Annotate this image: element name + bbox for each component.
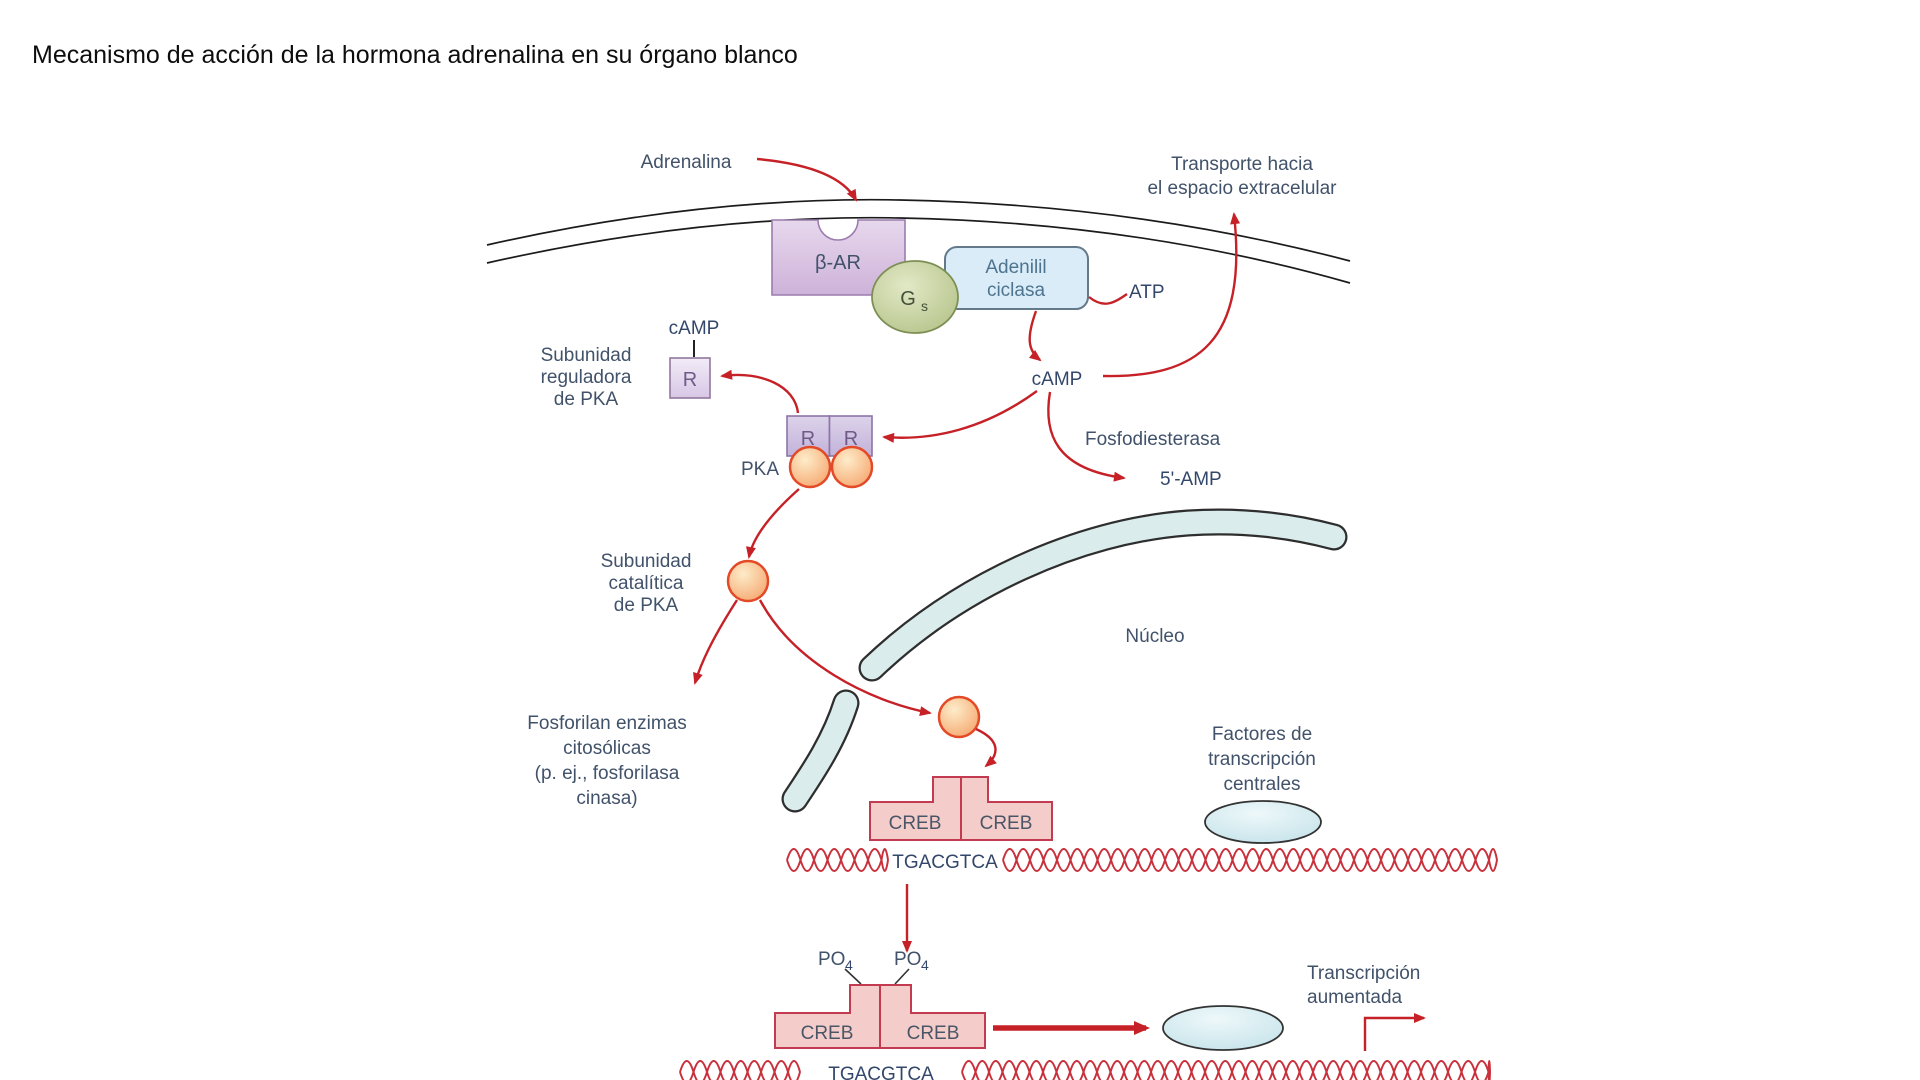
label-adrenalina: Adrenalina [641, 152, 732, 173]
po4-right-subscript: 4 [921, 957, 929, 973]
label-fosforilan-line4: cinasa) [576, 788, 637, 809]
creb-right-label: CREB [980, 813, 1033, 834]
dna-strand-a [679, 1060, 801, 1080]
gs-protein: G s [871, 260, 959, 334]
beta-ar-receptor: β-AR [771, 219, 906, 296]
dna-strand-bottom-right [961, 1060, 1491, 1080]
dna-strand-bottom-left [679, 1060, 801, 1080]
po4-left-text: PO [818, 949, 845, 970]
nuclear-envelope [781, 508, 1348, 813]
label-transporte-line1: Transporte hacia [1171, 154, 1313, 175]
arrow-catalytic-into-nucleus [758, 599, 932, 717]
po4-right-text: PO [894, 949, 921, 970]
transcription-machinery-oval [1162, 1005, 1284, 1051]
nuclear-envelope-arc [860, 510, 1346, 680]
label-fosforilan-line3: (p. ej., fosforilasa [535, 763, 680, 784]
label-fosforilan-line2: citosólicas [563, 738, 651, 759]
cell-membrane [486, 198, 1351, 284]
creb-dimer-phosphorylated: CREB CREB [774, 984, 986, 1049]
dna-strand-top-right [1002, 848, 1498, 872]
adenylyl-cyclase-label-line2: ciclasa [987, 280, 1046, 301]
beta-ar-receptor-shape [771, 219, 906, 296]
label-subunidad-reguladora-line3: de PKA [554, 389, 619, 410]
arrow-nucleus-subunit-to-creb [975, 727, 997, 768]
label-transcripcion-line2: aumentada [1307, 987, 1403, 1008]
gs-protein-subscript: s [921, 298, 928, 314]
arrow-camp-to-rr-subunits [882, 390, 1038, 443]
po4-right-connector [894, 968, 910, 985]
label-nucleo: Núcleo [1125, 626, 1184, 647]
pka-catalytic-subunit-right [830, 445, 874, 489]
arrow-camp-to-extracellular-transport [1102, 212, 1241, 378]
label-subunidad-catalitica-line1: Subunidad [601, 551, 692, 572]
catalytic-subunit-in-nucleus [937, 695, 981, 739]
dna-strand-a [1002, 848, 1498, 872]
r-box-shape [669, 357, 711, 399]
label-subunidad-catalitica-line3: de PKA [614, 595, 679, 616]
page-title: Mecanismo de acción de la hormona adrena… [32, 41, 798, 69]
adenylyl-cyclase: Adenilil ciclasa [944, 246, 1089, 310]
arrow-camp-to-5amp [1047, 391, 1126, 482]
label-camp-top: cAMP [669, 318, 720, 339]
dna-strand-b [679, 1060, 801, 1080]
transcription-start-arrow [1363, 1013, 1426, 1051]
nuclear-envelope-segment [783, 691, 858, 811]
label-subunidad-catalitica-line2: catalítica [609, 573, 684, 594]
rr-right-letter: R [844, 428, 858, 450]
creb-dimer-unphosphorylated: CREB CREB [869, 776, 1053, 841]
rr-left-letter: R [801, 428, 815, 450]
connector-cyclase-to-atp [1088, 293, 1128, 305]
arrow-rr-to-r [720, 369, 800, 414]
phospho-creb-left-label: CREB [801, 1023, 854, 1044]
label-5-amp: 5'-AMP [1160, 469, 1222, 490]
label-subunidad-reguladora-line1: Subunidad [541, 345, 632, 366]
po4-label-left: PO 4 [818, 949, 853, 973]
creb-left-label: CREB [889, 813, 942, 834]
label-transcripcion-line1: Transcripción [1307, 963, 1420, 984]
beta-ar-receptor-label: β-AR [815, 252, 861, 274]
po4-left-connector [844, 968, 862, 985]
label-fosfodiesterasa: Fosfodiesterasa [1085, 429, 1221, 450]
dna-strand-b [1002, 848, 1498, 872]
regulatory-subunit-r-box: R [669, 357, 711, 399]
po4-left-subscript: 4 [845, 957, 853, 973]
po4-label-right: PO 4 [894, 949, 929, 973]
central-transcription-factor-oval [1204, 800, 1322, 844]
free-catalytic-subunit [726, 559, 770, 603]
label-tgacgtca-top: TGACGTCA [892, 852, 998, 873]
r-box-letter: R [683, 369, 697, 391]
label-transporte-line2: el espacio extracelular [1147, 178, 1337, 199]
label-camp-main: cAMP [1032, 369, 1083, 390]
gs-protein-shape [871, 260, 959, 334]
dna-strand-b [786, 848, 889, 872]
arrow-adrenalina-to-receptor [756, 157, 858, 202]
pka-catalytic-subunit-left [788, 445, 832, 489]
phospho-creb-right-label: CREB [907, 1023, 960, 1044]
label-fosforilan-line1: Fosforilan enzimas [527, 713, 686, 734]
label-pka: PKA [741, 459, 779, 480]
gs-protein-label: G [900, 288, 916, 310]
arrow-cyclase-to-camp [1028, 310, 1042, 362]
label-factores-line1: Factores de [1212, 724, 1312, 745]
label-factores-line3: centrales [1223, 774, 1300, 795]
arrow-pka-to-catalytic-subunit [746, 488, 800, 559]
label-tgacgtca-bottom: TGACGTCA [828, 1064, 934, 1080]
arrow-catalytic-to-cytosolic-enzymes [693, 599, 739, 685]
adenylyl-cyclase-label-line1: Adenilil [985, 257, 1046, 278]
dna-strand-top-left [786, 848, 889, 872]
cell-membrane-inner-line [486, 216, 1351, 284]
cell-membrane-outer-line [486, 198, 1351, 262]
label-factores-line2: transcripción [1208, 749, 1316, 770]
label-subunidad-reguladora-line2: reguladora [541, 367, 632, 388]
dna-strand-b [961, 1060, 1491, 1080]
label-atp: ATP [1129, 282, 1165, 303]
